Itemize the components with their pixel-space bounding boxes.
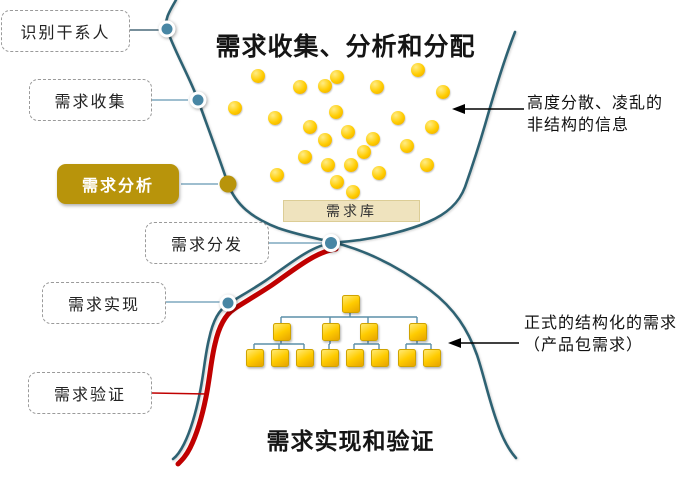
requirement-node [423, 349, 441, 367]
info-dot [341, 125, 355, 139]
stage-label-implement: 需求实现 [42, 282, 166, 324]
info-dot [411, 63, 425, 77]
stage-label-identify: 识别干系人 [1, 10, 130, 52]
stage-label-verify: 需求验证 [28, 372, 152, 414]
annotation-unstructured: 高度分散、凌乱的 非结构的信息 [527, 92, 663, 135]
requirement-tree-connectors [253, 311, 432, 349]
arrow-structured [448, 338, 519, 348]
requirement-node [271, 349, 289, 367]
info-dot [329, 105, 343, 119]
info-dot [425, 120, 439, 134]
connector-verify [151, 392, 208, 395]
info-dot [228, 101, 242, 115]
info-dot [370, 80, 384, 94]
info-dot [330, 175, 344, 189]
info-dot [293, 80, 307, 94]
stage-node-collect [189, 91, 207, 109]
annotation-line: 高度分散、凌乱的 [527, 93, 664, 112]
bottom-title: 需求实现和验证 [266, 429, 435, 455]
requirement-node [346, 349, 364, 367]
info-dot [298, 150, 312, 164]
annotation-line: 正式的结构化的需求 [524, 313, 678, 332]
info-dot [330, 70, 344, 84]
info-dot [391, 111, 405, 125]
top-title: 需求收集、分析和分配 [215, 32, 476, 61]
stage-node-analyze [219, 175, 237, 193]
requirement-node [398, 349, 416, 367]
info-dot [420, 158, 434, 172]
info-dot [268, 111, 282, 125]
requirement-node [409, 323, 427, 341]
requirement-node [321, 349, 339, 367]
info-dot [318, 79, 332, 93]
left-curve [164, 0, 518, 460]
stage-node-distribute [322, 234, 340, 252]
stage-label-analyze: 需求分析 [57, 164, 179, 204]
requirement-node [322, 323, 340, 341]
info-dot [321, 158, 335, 172]
info-dot [346, 185, 360, 199]
verification-red-path [175, 246, 339, 467]
info-dot [357, 145, 371, 159]
stage-node-identify [158, 20, 176, 38]
left-arrowhead-icon [452, 104, 465, 114]
requirement-node [296, 349, 314, 367]
requirement-node-root [342, 295, 360, 313]
info-dot [400, 139, 414, 153]
stage-node-implement [219, 294, 237, 312]
right-curve [171, 30, 517, 461]
left-arrowhead-icon [448, 338, 461, 348]
requirement-node [371, 349, 389, 367]
requirement-node [273, 323, 291, 341]
annotation-line: （产品包需求） [524, 334, 644, 354]
info-dot [344, 158, 358, 172]
info-dot [251, 69, 265, 83]
requirement-node [246, 349, 264, 367]
stage-label-collect: 需求收集 [29, 79, 152, 121]
info-dot [372, 166, 386, 180]
annotation-line: 非结构的信息 [527, 114, 630, 134]
repository-label: 需求库 [283, 200, 420, 222]
info-dot [270, 168, 284, 182]
annotation-structured: 正式的结构化的需求 （产品包需求） [524, 312, 677, 355]
info-dot [436, 85, 450, 99]
arrow-unstructured [452, 104, 524, 114]
stage-label-distribute: 需求分发 [145, 222, 269, 264]
requirement-node [360, 323, 378, 341]
info-dot [318, 133, 332, 147]
info-dot [303, 120, 317, 134]
info-dot [366, 132, 380, 146]
